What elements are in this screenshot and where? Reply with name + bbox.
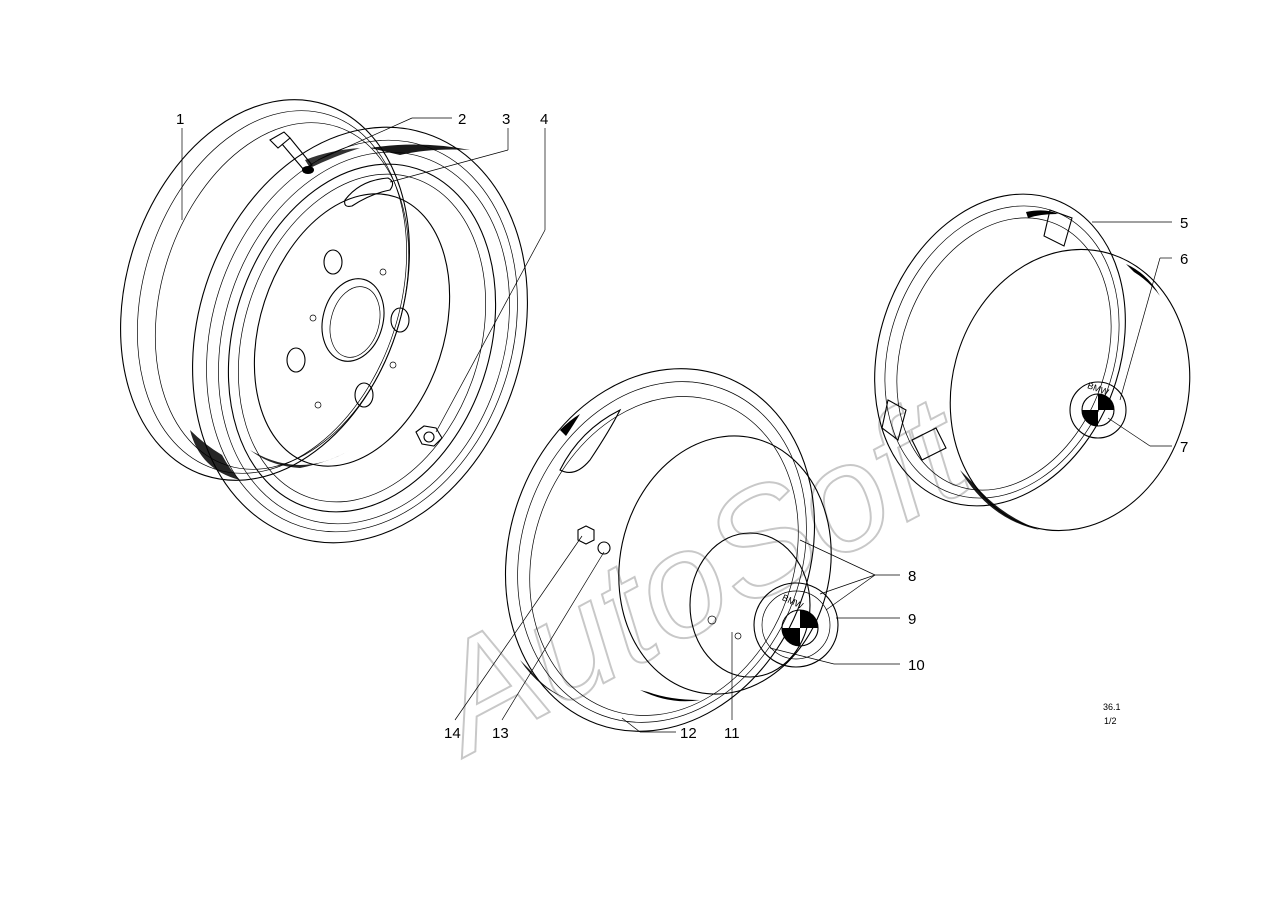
callout-2: 2 bbox=[458, 111, 466, 128]
callout-labels: 1 2 3 4 5 6 7 8 9 10 11 12 13 14 bbox=[176, 111, 1188, 742]
callout-1: 1 bbox=[176, 111, 184, 128]
callout-5: 5 bbox=[1180, 215, 1188, 232]
callout-7: 7 bbox=[1180, 439, 1188, 456]
callout-6: 6 bbox=[1180, 251, 1188, 268]
callout-4: 4 bbox=[540, 111, 548, 128]
page-ref-sheet: 1/2 bbox=[1104, 716, 1117, 726]
hubcap-nut bbox=[577, 525, 595, 545]
callout-3: 3 bbox=[502, 111, 510, 128]
wheel-nut bbox=[415, 425, 443, 447]
callout-11: 11 bbox=[724, 725, 740, 742]
hubcap-screw-2 bbox=[734, 632, 742, 640]
wheel-rim-assembly bbox=[120, 99, 528, 544]
hubcap-right-assembly: BMW bbox=[874, 193, 1191, 532]
page-ref-code: 36.1 bbox=[1103, 702, 1121, 712]
valve-stem bbox=[269, 131, 314, 174]
callout-13: 13 bbox=[492, 725, 509, 742]
hubcap-washer bbox=[597, 541, 611, 555]
callout-8: 8 bbox=[908, 568, 916, 585]
callout-9: 9 bbox=[908, 611, 916, 628]
watermark: AutoSoft bbox=[397, 362, 996, 787]
callout-12: 12 bbox=[680, 725, 697, 742]
bmw-emblem-right: BMW bbox=[1069, 380, 1127, 439]
callout-10: 10 bbox=[908, 657, 925, 674]
callout-14: 14 bbox=[444, 725, 461, 742]
leader-lines bbox=[181, 117, 1172, 733]
hubcap-screw bbox=[707, 615, 717, 625]
hubcap-center-assembly: BMW bbox=[504, 368, 839, 732]
